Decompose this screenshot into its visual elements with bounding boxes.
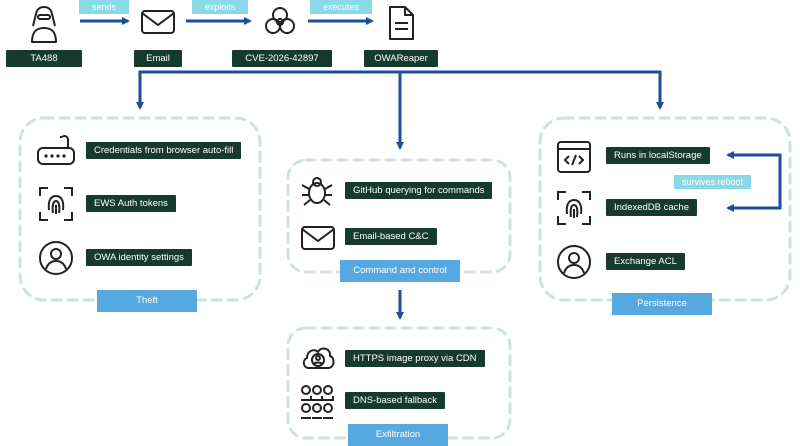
exfiltration-item-https-proxy: HTTPS image proxy via CDN — [345, 350, 485, 367]
user-icon — [556, 244, 592, 280]
node-cve: CVE-2026-42897 — [232, 50, 332, 67]
persistence-item-exchange-acl: Exchange ACL — [606, 253, 685, 270]
theft-group-title: Theft — [97, 290, 197, 312]
fingerprint-icon — [38, 186, 74, 222]
edge-label-exploits: exploits — [192, 0, 248, 14]
persistence-item-localstorage: Runs in localStorage — [606, 147, 710, 164]
loop-label-survives-reboot: survives reboot — [674, 175, 752, 189]
persistence-item-indexeddb: IndexedDB cache — [606, 199, 697, 216]
node-ta488: TA488 — [6, 50, 82, 67]
cc-item-email: Email-based C&C — [345, 228, 437, 245]
cloud-user-icon — [300, 340, 336, 374]
cc-group-title: Command and control — [340, 260, 460, 282]
persistence-group-title: Persistence — [612, 293, 712, 315]
network-grid-icon — [298, 384, 336, 420]
user-icon — [38, 240, 74, 276]
node-email: Email — [134, 50, 182, 67]
theft-item-credentials: Credentials from browser auto-fill — [86, 142, 242, 159]
fingerprint-icon — [556, 190, 592, 226]
envelope-icon — [140, 8, 176, 36]
code-window-icon — [556, 140, 592, 174]
edge-label-sends: sends — [79, 0, 129, 14]
cc-item-github: GitHub querying for commands — [345, 182, 493, 199]
envelope-icon — [300, 224, 336, 252]
edge-label-executes: executes — [310, 0, 372, 14]
biohazard-icon — [262, 4, 298, 40]
exfiltration-item-dns-fallback: DNS-based fallback — [345, 392, 445, 409]
node-owareaper: OWAReaper — [364, 50, 438, 67]
persistence-loop — [728, 153, 782, 210]
hacker-icon — [26, 4, 62, 44]
key-password-icon — [36, 132, 76, 168]
exfiltration-group-title: Exfiltration — [348, 424, 448, 446]
theft-item-ews-tokens: EWS Auth tokens — [86, 195, 176, 212]
bug-icon — [300, 174, 334, 208]
theft-item-owa-identity: OWA identity settings — [86, 249, 192, 266]
document-icon — [386, 5, 416, 41]
cc-group-frame — [286, 158, 512, 274]
